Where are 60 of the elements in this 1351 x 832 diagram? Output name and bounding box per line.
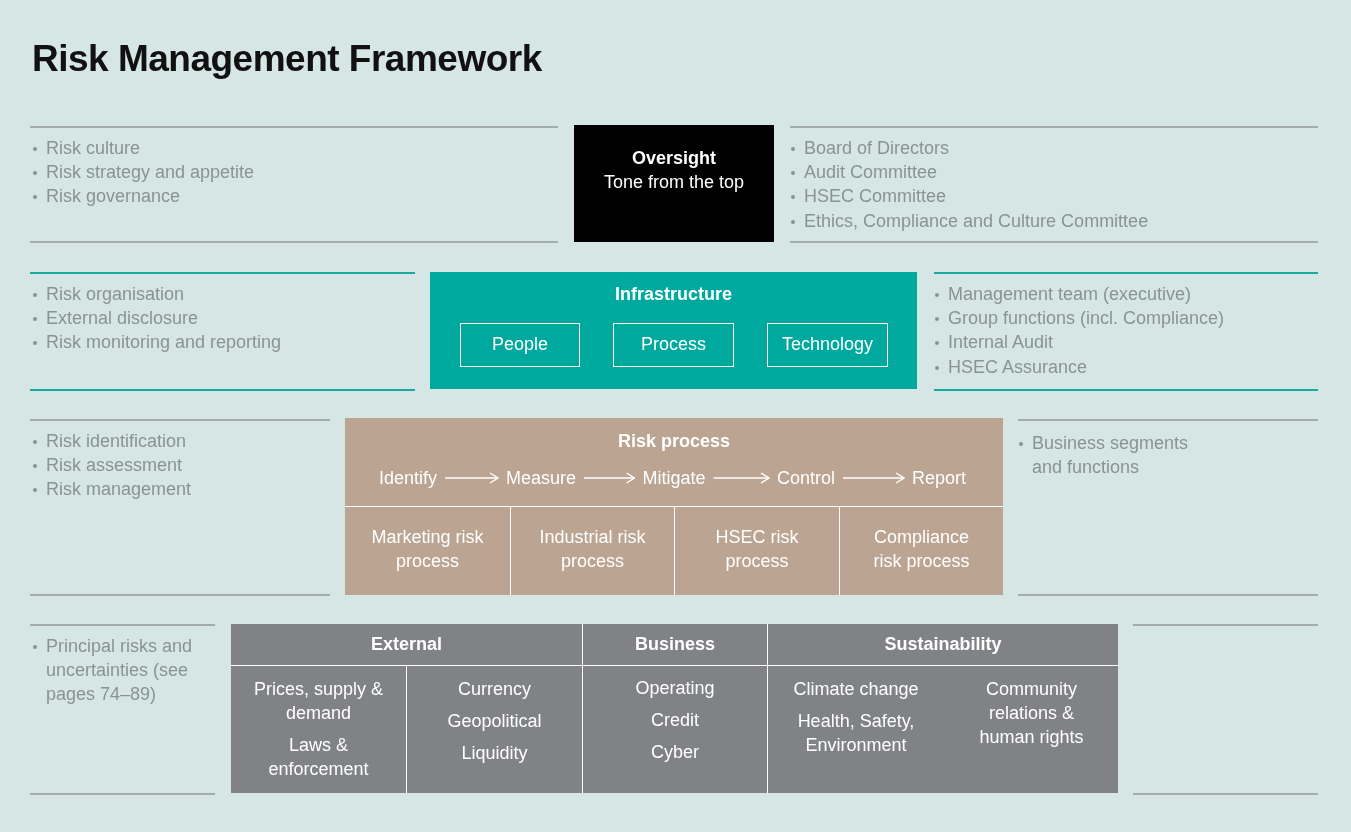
step-label: Control <box>777 466 835 490</box>
arrow <box>842 472 905 484</box>
step-label: Report <box>912 466 966 490</box>
bullet-item: Group functions (incl. Compliance) <box>934 306 1314 331</box>
cell-text: Tone from the top <box>602 171 746 194</box>
bullet-item: Risk assessment <box>32 453 322 478</box>
table-cell: Community relations & human rights <box>944 666 1119 793</box>
process-panel <box>345 418 1003 595</box>
table-cell: Industrial risk process <box>510 506 674 595</box>
bullet-item: Risk governance <box>32 184 552 209</box>
arrow <box>583 472 636 484</box>
category-column <box>231 624 582 793</box>
cell-text: Prices, supply & demand <box>252 678 385 725</box>
heading: Risk process <box>616 430 732 453</box>
cell-text: Operating <box>634 677 716 700</box>
outlined-box: Technology <box>767 323 888 367</box>
bullet-item: Risk identification <box>32 429 322 454</box>
bullet-item: Risk organisation <box>32 282 412 307</box>
bullet-item: Internal Audit <box>934 330 1314 355</box>
bullet-item: Ethics, Compliance and Culture Committee <box>790 208 1320 233</box>
step-label: Mitigate <box>642 466 706 490</box>
outlined-box: People <box>460 323 580 367</box>
outlined-box: Process <box>613 323 734 367</box>
oversight-box <box>574 125 774 242</box>
bullet-item: Board of Directors <box>790 136 1320 161</box>
step-label: Measure <box>506 466 576 490</box>
bullet-item: Business segments and functions <box>1018 431 1208 480</box>
step-label: Identify <box>379 466 437 490</box>
bullet-item: Management team (executive) <box>934 282 1314 307</box>
arrow <box>444 472 499 484</box>
table-cell: Compliance risk process <box>839 506 1003 595</box>
table-cell: Marketing risk process <box>345 506 510 595</box>
category-column <box>767 624 1118 793</box>
bullet-item: HSEC Committee <box>790 184 1320 209</box>
arrow <box>712 472 770 484</box>
bullet-item: Risk management <box>32 477 322 502</box>
cell-text: Liquidity <box>460 742 529 765</box>
bullet-item: Risk culture <box>32 136 552 161</box>
cell-text: Climate change <box>792 678 920 701</box>
heading: Oversight <box>631 147 717 170</box>
bullet-item: Audit Committee <box>790 160 1320 185</box>
bullet-item: Principal risks and uncertainties (see pages 74–89) <box>32 634 212 707</box>
bullet-item: HSEC Assurance <box>934 354 1314 379</box>
infrastructure-panel <box>430 272 917 389</box>
heading: Business <box>633 633 716 656</box>
cell-text: Laws & enforcement <box>267 734 370 781</box>
bullet-item: External disclosure <box>32 306 412 331</box>
bullet-item: Risk monitoring and reporting <box>32 330 412 355</box>
cell-text: Cyber <box>650 741 700 764</box>
cell-text: Credit <box>650 709 700 732</box>
category-column <box>582 624 767 793</box>
bullet-item: Risk strategy and appetite <box>32 160 552 185</box>
table-cell: HSEC risk process <box>674 506 839 595</box>
page-title: Risk Management Framework <box>32 38 542 80</box>
heading: External <box>369 633 443 656</box>
cell-text: Geopolitical <box>446 710 543 733</box>
heading: Sustainability <box>883 633 1003 656</box>
heading: Infrastructure <box>614 283 733 306</box>
cell-text: Health, Safety, Environment <box>796 710 916 757</box>
cell-text: Currency <box>457 678 532 701</box>
